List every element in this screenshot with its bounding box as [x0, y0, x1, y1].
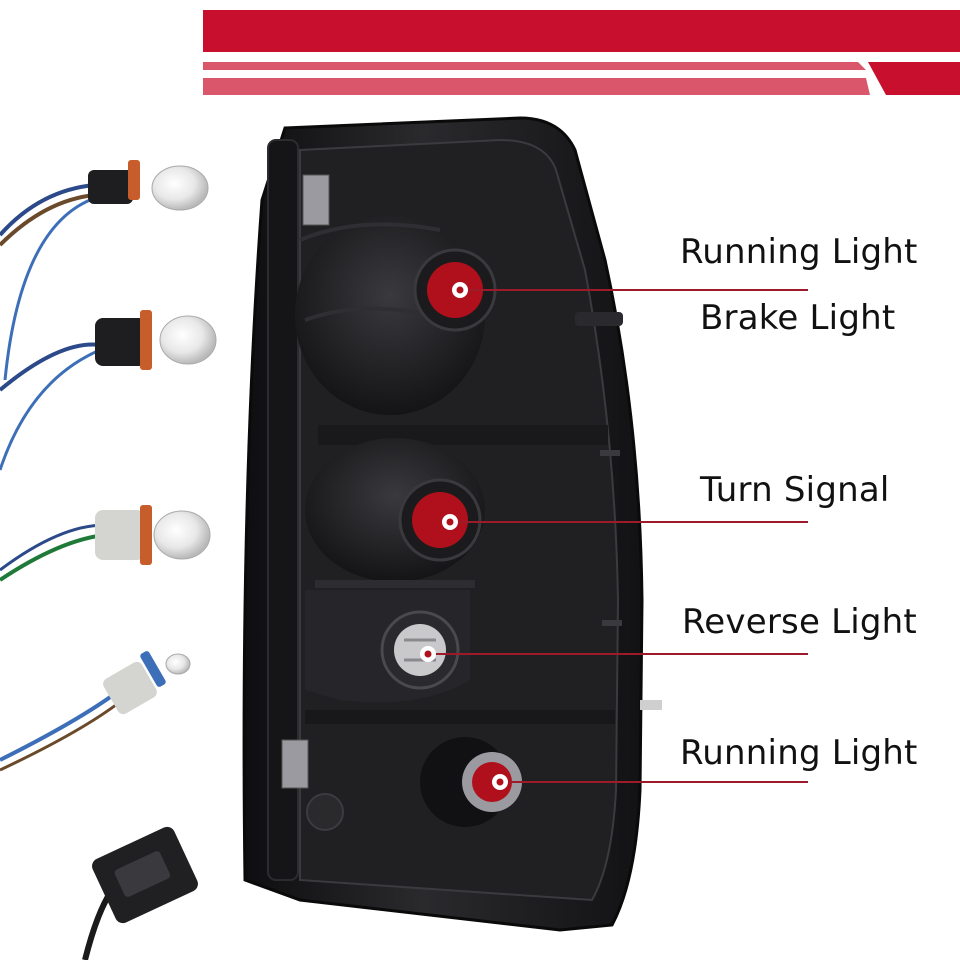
bulb-socket-icon [95, 505, 211, 565]
bulb-sockets [380, 248, 522, 827]
pointer-dot-icon [442, 514, 458, 530]
header-banner [203, 10, 960, 95]
label-running-light-bottom: Running Light [680, 733, 918, 773]
label-running-light-top: Running Light [680, 232, 918, 272]
pointer-dot-icon [492, 774, 508, 790]
wiring-connector-icon [92, 826, 198, 924]
bulb-socket-icon [88, 160, 209, 211]
socket-running-lower [420, 737, 522, 827]
socket-reverse [380, 610, 460, 690]
pointer-dot-icon [420, 646, 436, 662]
callout-pointers [420, 282, 808, 790]
label-brake-light: Brake Light [700, 298, 896, 338]
pointer-dot-icon [452, 282, 468, 298]
label-turn-signal: Turn Signal [700, 470, 890, 510]
bulb-socket-icon [103, 651, 191, 715]
label-reverse-light: Reverse Light [682, 602, 917, 642]
wiring-harness [0, 160, 217, 960]
bulb-socket-icon [95, 310, 217, 370]
socket-turn-signal [398, 478, 482, 562]
